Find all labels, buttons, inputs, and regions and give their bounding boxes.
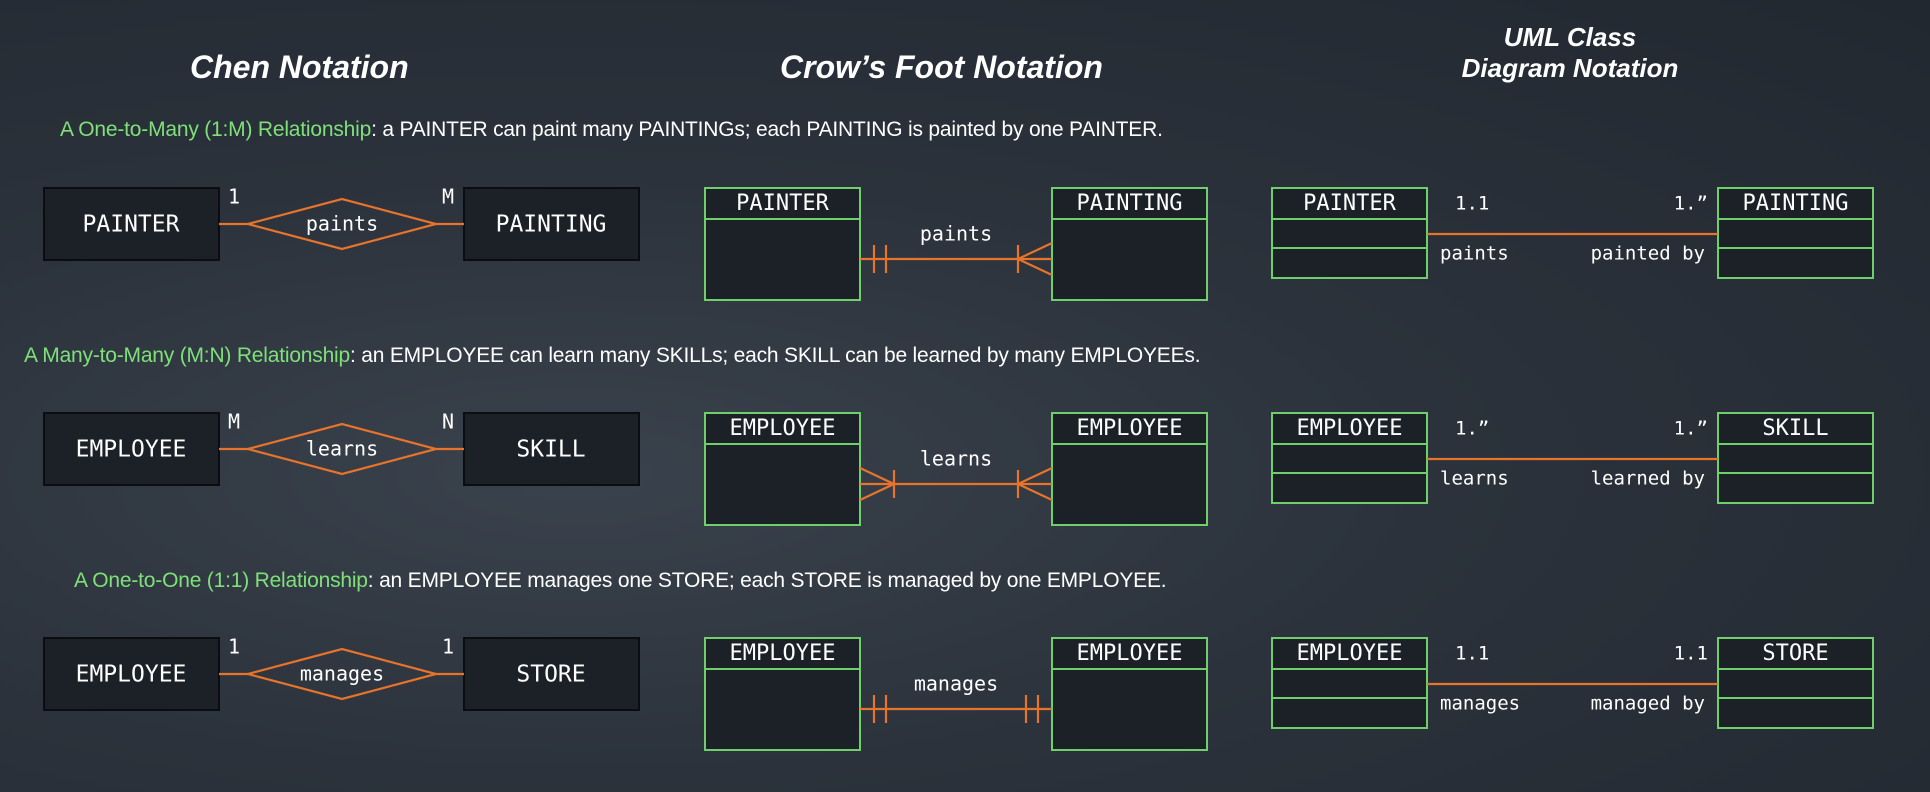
crow-entity-right	[1051, 187, 1208, 301]
uml-right-role: learned by	[1591, 468, 1705, 490]
crow-entity-left	[704, 187, 861, 301]
uml-left-multiplicity: 1.1	[1455, 643, 1489, 665]
uml-right-role: managed by	[1591, 693, 1705, 715]
uml-right-multiplicity: 1.”	[1674, 418, 1708, 440]
uml-right-multiplicity: 1.”	[1674, 193, 1708, 215]
uml-class-left-label: EMPLOYEE	[1297, 641, 1403, 666]
crow-entity-right-label: EMPLOYEE	[1077, 641, 1183, 666]
uml-left-role: manages	[1440, 693, 1520, 715]
crow-entity-left-label: PAINTER	[736, 191, 829, 216]
chen-relationship-label: paints	[306, 212, 378, 236]
chen-entity-left-label: PAINTER	[83, 212, 180, 238]
uml-class-right-label: STORE	[1762, 641, 1828, 666]
chen-right-cardinality: M	[442, 185, 454, 209]
uml-left-role: learns	[1440, 468, 1509, 490]
crow-right-end-foot-lower	[1017, 258, 1053, 276]
crow-right-end-foot-lower	[1017, 483, 1053, 501]
crow-right-end-foot-upper	[1017, 467, 1053, 485]
uml-class-left	[1271, 187, 1428, 279]
crow-entity-right	[1051, 412, 1208, 526]
caption-label: A Many-to-Many (M:N) Relationship	[24, 344, 351, 367]
relationship-caption-3: A One-to-One (1:1) Relationship: an EMPL…	[74, 569, 1167, 593]
uml-class-right-label: SKILL	[1762, 416, 1828, 441]
uml-class-left	[1271, 412, 1428, 504]
chen-entity-left-label: EMPLOYEE	[76, 662, 187, 688]
caption-text: : a PAINTER can paint many PAINTINGs; ea…	[371, 118, 1163, 141]
chen-relationship-label: manages	[300, 662, 384, 686]
crow-entity-left-label: EMPLOYEE	[730, 641, 836, 666]
uml-title-line2: Diagram Notation	[1461, 53, 1679, 83]
chen-left-cardinality: 1	[228, 635, 240, 659]
relationship-caption-1: A One-to-Many (1:M) Relationship: a PAIN…	[60, 118, 1163, 142]
crow-entity-right-label: PAINTING	[1077, 191, 1183, 216]
uml-class-left	[1271, 637, 1428, 729]
chen-relationship-diamond	[243, 647, 441, 701]
uml-left-multiplicity: 1.1	[1455, 193, 1489, 215]
chen-notation-title: Chen Notation	[190, 49, 409, 85]
caption-text: : an EMPLOYEE manages one STORE; each ST…	[367, 569, 1167, 592]
uml-right-role: painted by	[1591, 243, 1705, 265]
relationship-caption-2: A Many-to-Many (M:N) Relationship: an EM…	[24, 344, 1201, 368]
crowsfoot-notation-title: Crow’s Foot Notation	[780, 49, 1103, 85]
crow-entity-right-label: EMPLOYEE	[1077, 416, 1183, 441]
chen-entity-right	[463, 412, 640, 486]
crow-left-end-foot-upper	[859, 467, 895, 485]
chen-relationship-diamond	[243, 197, 441, 251]
chen-right-cardinality: N	[442, 410, 454, 434]
uml-class-left-label: EMPLOYEE	[1297, 416, 1403, 441]
chen-entity-left-label: EMPLOYEE	[76, 437, 187, 463]
uml-left-role: paints	[1440, 243, 1509, 265]
chen-right-cardinality: 1	[442, 635, 454, 659]
chen-entity-right	[463, 637, 640, 711]
caption-label: A One-to-Many (1:M) Relationship	[60, 118, 372, 141]
chen-entity-right	[463, 187, 640, 261]
crow-relationship-label: paints	[920, 222, 992, 246]
crow-right-end-foot-upper	[1017, 242, 1053, 260]
chen-relationship-label: learns	[306, 437, 378, 461]
caption-label: A One-to-One (1:1) Relationship	[74, 569, 368, 592]
chen-relationship-diamond	[243, 422, 441, 476]
uml-right-multiplicity: 1.1	[1674, 643, 1708, 665]
chen-entity-right-label: SKILL	[516, 437, 585, 463]
chen-entity-right-label: PAINTING	[496, 212, 607, 238]
uml-class-right	[1717, 412, 1874, 504]
chen-left-cardinality: 1	[228, 185, 240, 209]
uml-class-left-label: PAINTER	[1303, 191, 1396, 216]
crow-entity-left	[704, 412, 861, 526]
uml-title-line1: UML Class	[1503, 22, 1637, 52]
caption-text: : an EMPLOYEE can learn many SKILLs; eac…	[350, 344, 1201, 367]
chen-entity-left	[43, 412, 220, 486]
chen-left-cardinality: M	[228, 410, 240, 434]
chen-entity-right-label: STORE	[516, 662, 585, 688]
crow-left-end-foot-lower	[859, 483, 895, 501]
uml-left-multiplicity: 1.”	[1455, 418, 1489, 440]
crow-relationship-label: learns	[920, 447, 992, 471]
crow-entity-left-label: EMPLOYEE	[730, 416, 836, 441]
crow-relationship-label: manages	[914, 672, 998, 696]
uml-class-right-label: PAINTING	[1743, 191, 1849, 216]
chen-entity-left	[43, 187, 220, 261]
crow-entity-left	[704, 637, 861, 751]
uml-notation-title: UML Class Diagram Notation	[1430, 22, 1710, 84]
uml-class-right	[1717, 187, 1874, 279]
crow-entity-right	[1051, 637, 1208, 751]
